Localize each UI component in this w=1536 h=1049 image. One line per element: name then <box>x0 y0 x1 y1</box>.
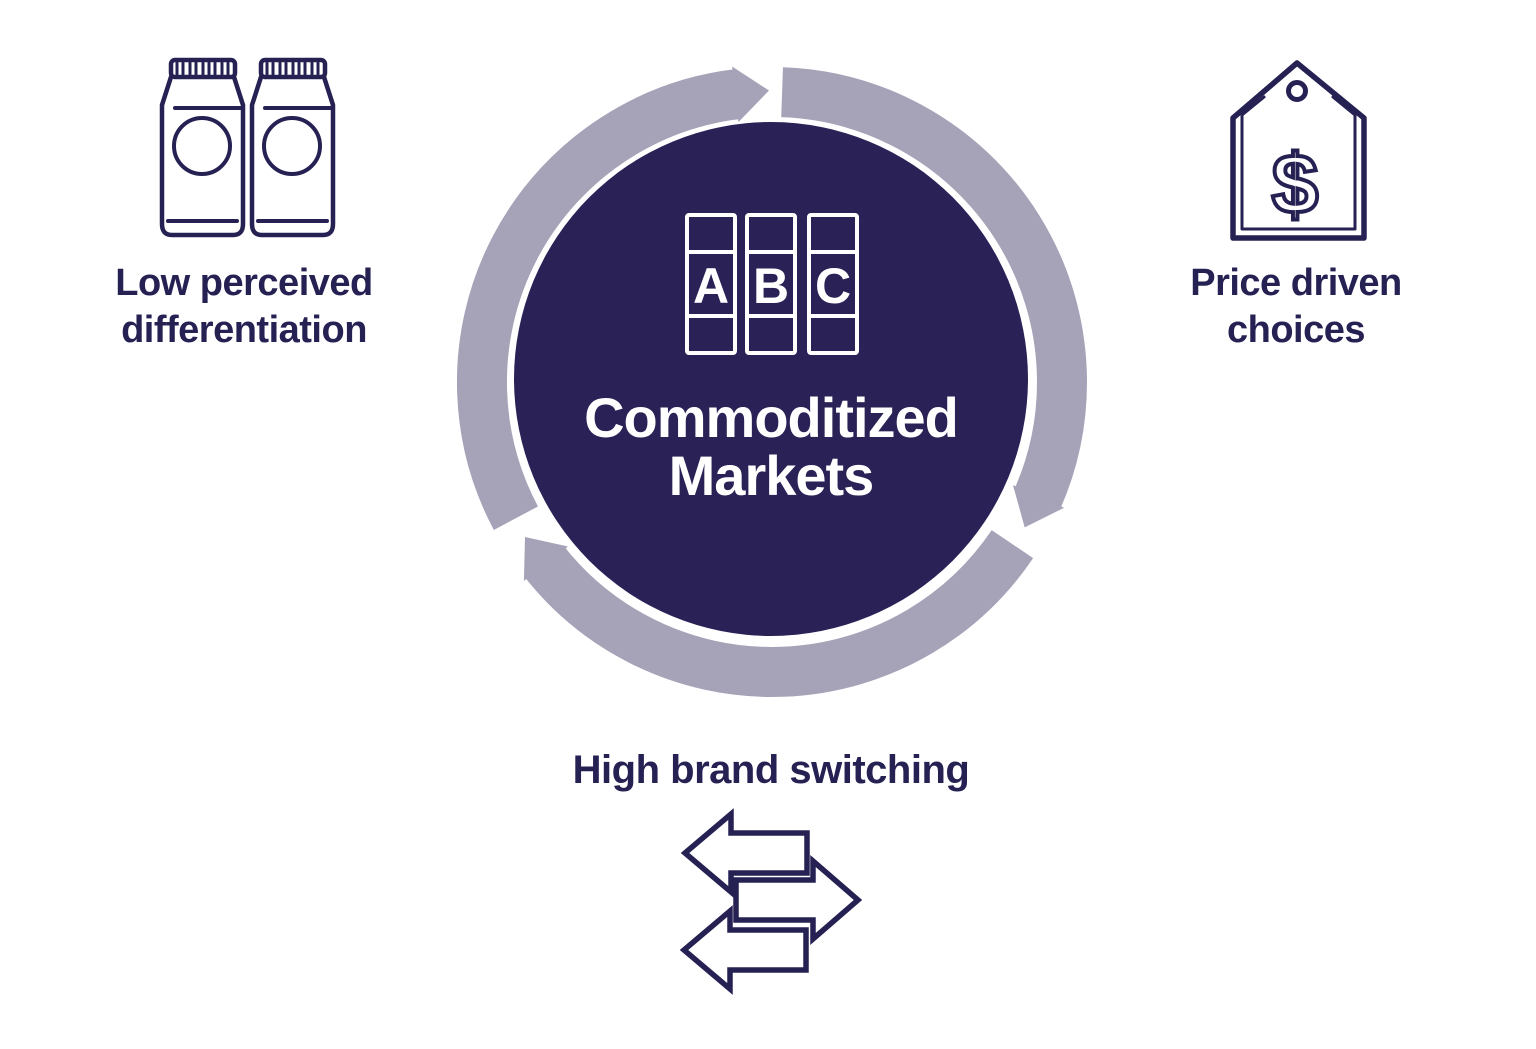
dollar-sign: $ <box>1272 137 1319 231</box>
ring-arc-top <box>781 67 1087 528</box>
ring-arc-left <box>456 66 770 530</box>
abc-letter-a: A <box>693 258 729 314</box>
label-right-line2: choices <box>1226 309 1366 351</box>
label-high-brand-switching: High brand switching <box>572 748 970 792</box>
price-tag-icon: $ <box>1230 60 1367 241</box>
product-carton-2 <box>252 60 333 235</box>
label-price-driven-choices: Price driven choices <box>1125 260 1467 354</box>
switch-arrows-icon <box>679 808 863 995</box>
cycle-ring-arrows <box>456 66 1087 697</box>
center-title: Commoditized Markets <box>511 389 1031 505</box>
abc-spine-a <box>685 213 737 355</box>
label-right-line1: Price driven <box>1190 262 1402 304</box>
center-title-line1: Commoditized <box>584 386 959 449</box>
switch-arrow-right-middle <box>733 854 863 946</box>
center-title-line2: Markets <box>668 444 875 507</box>
label-low-perceived-differentiation: Low perceived differentiation <box>73 260 415 354</box>
label-left-line2: differentiation <box>121 309 367 351</box>
switch-arrow-left-bottom <box>679 905 809 995</box>
ring-arc-right <box>523 530 1034 697</box>
label-left-line1: Low perceived <box>115 262 373 304</box>
price-tag-inner-line <box>1240 95 1357 231</box>
price-tag-outline <box>1230 60 1367 241</box>
switch-arrow-left-top <box>680 808 810 898</box>
abc-spine-dividers <box>687 250 857 318</box>
abc-spine-c <box>807 213 859 355</box>
abc-spine-b <box>745 213 797 355</box>
abc-letter-c: C <box>815 258 851 314</box>
price-tag-hole <box>1286 80 1308 102</box>
abc-shelf-icon: A B C <box>685 213 859 355</box>
product-cartons-icon <box>159 57 333 238</box>
center-circle <box>514 122 1028 636</box>
abc-letter-b: B <box>753 258 789 314</box>
